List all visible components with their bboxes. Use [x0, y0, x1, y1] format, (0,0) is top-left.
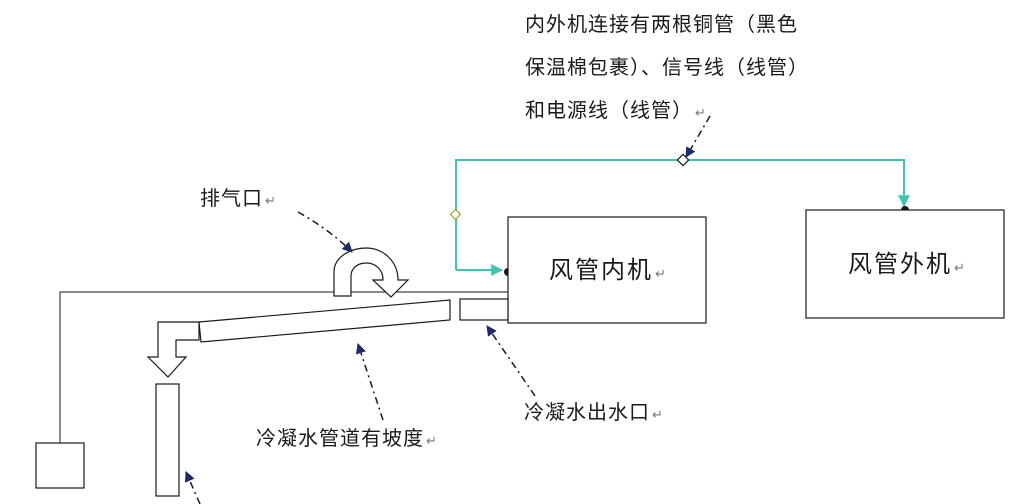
condensate-outlet-stub — [459, 298, 509, 321]
return-mark: ↵ — [652, 408, 664, 423]
connection-note-line3: 和电源线（线管）↵ — [525, 98, 707, 122]
pointer-pipe-slope — [355, 343, 384, 421]
return-mark: ↵ — [655, 267, 668, 282]
thin-pipe-left — [59, 291, 508, 443]
condensate-outlet-label: 冷凝水出水口↵ — [524, 400, 664, 424]
indoor-unit-box — [507, 216, 707, 324]
sloped-condensate-pipe — [198, 299, 451, 343]
small-box-left — [35, 442, 85, 489]
elbow-drain — [146, 321, 200, 378]
return-mark: ↵ — [265, 194, 277, 209]
pipe-slope-label: 冷凝水管道有坡度↵ — [256, 426, 438, 450]
indoor-unit-label: 风管内机↵ — [549, 256, 668, 284]
pointer-condensate-outlet — [486, 325, 536, 397]
connection-note-line2: 保温棉包裹）、信号线（线管） — [525, 55, 809, 79]
connection-note-line1: 内外机连接有两根铜管（黑色 — [525, 12, 798, 36]
outdoor-unit-box — [805, 209, 1005, 319]
pointer-exhaust-port — [297, 211, 353, 253]
connection-diamond-left — [449, 208, 462, 221]
vertical-drain-pipe — [155, 383, 180, 497]
outdoor-unit-label: 风管外机↵ — [848, 250, 967, 278]
pointer-vertical-drain — [184, 471, 201, 504]
exhaust-port-label: 排气口↵ — [200, 186, 277, 210]
pointer-connection — [685, 115, 711, 158]
return-mark: ↵ — [695, 106, 707, 121]
return-mark: ↵ — [954, 261, 967, 276]
air-vent-u-arrow — [333, 247, 410, 298]
return-mark: ↵ — [426, 434, 438, 449]
